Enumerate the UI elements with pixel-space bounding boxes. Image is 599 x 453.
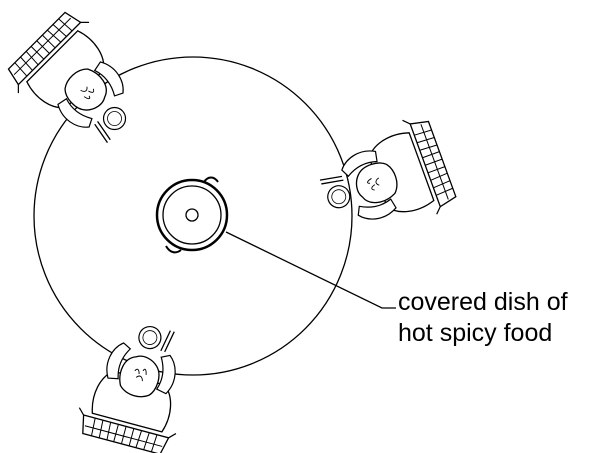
covered-dish [155, 176, 229, 254]
dish-annotation: covered dish of hot spicy food [398, 287, 568, 349]
annotation-line-1: covered dish of [398, 288, 568, 316]
annotation-line-2: hot spicy food [398, 319, 553, 347]
leader-line [225, 231, 396, 309]
